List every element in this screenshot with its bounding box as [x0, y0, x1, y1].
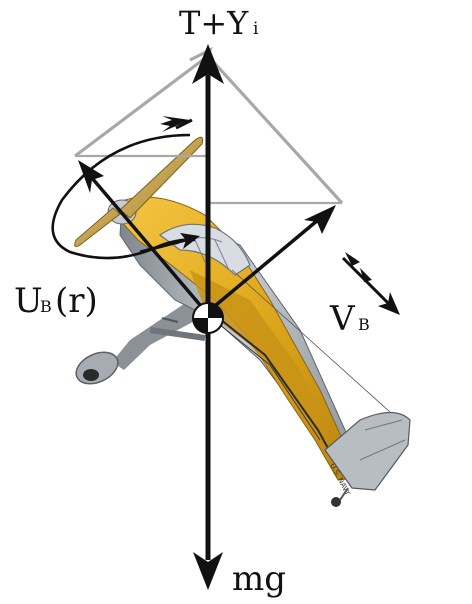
lift-label: T+Y i	[179, 4, 259, 42]
svg-text:mg: mg	[232, 559, 286, 599]
lift-arrowhead-icon	[192, 44, 224, 84]
svg-text:B: B	[358, 315, 370, 334]
upper-left-arrowhead-icon	[78, 160, 104, 193]
center-of-gravity-icon	[192, 302, 224, 334]
landing-gear	[75, 300, 206, 385]
propeller	[74, 136, 204, 248]
induced-velocity-label: U B (r)	[14, 281, 98, 321]
svg-text:V: V	[329, 299, 356, 339]
force-vectors	[78, 44, 336, 590]
weight-label: mg	[232, 559, 286, 599]
svg-text:i: i	[253, 19, 259, 39]
svg-text:(r): (r)	[55, 281, 98, 321]
flow-arrow-icon	[341, 252, 400, 315]
rotation-arrow-icon	[51, 116, 196, 260]
svg-text:T+Y: T+Y	[179, 4, 249, 42]
upper-right-arrowhead-icon	[304, 205, 336, 234]
svg-text:U: U	[14, 281, 43, 321]
tail-fin	[324, 411, 411, 491]
aircraft-illustration: U.S. NAVY	[74, 136, 411, 507]
weight-arrowhead-icon	[193, 552, 223, 590]
cockpit-canopy	[158, 223, 251, 276]
svg-text:B: B	[40, 297, 52, 316]
velocity-label: V B	[329, 299, 370, 339]
tail-wheel	[331, 497, 341, 507]
